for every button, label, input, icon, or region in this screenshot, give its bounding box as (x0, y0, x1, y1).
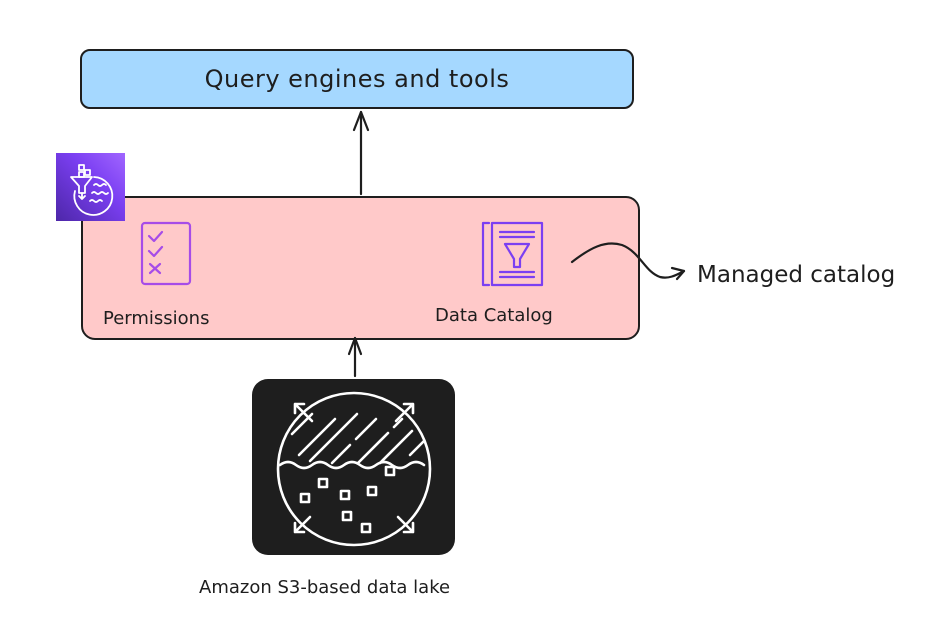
lake-formation-icon (56, 153, 125, 221)
data-catalog-label: Data Catalog (435, 305, 553, 326)
permissions-label: Permissions (103, 308, 210, 329)
s3-data-lake-icon (276, 391, 432, 547)
lake-formation-container (81, 196, 640, 340)
permissions-checklist-icon (137, 220, 195, 288)
s3-data-lake-box (252, 379, 455, 555)
arrow-lake-formation-to-query-engines (352, 110, 370, 196)
query-engines-box: Query engines and tools (80, 49, 634, 109)
s3-data-lake-label: Amazon S3-based data lake (199, 577, 451, 598)
arrow-data-lake-to-lake-formation (347, 336, 363, 378)
query-engines-label: Query engines and tools (204, 65, 510, 93)
managed-catalog-label: Managed catalog (697, 262, 896, 288)
data-catalog-icon (480, 220, 546, 288)
